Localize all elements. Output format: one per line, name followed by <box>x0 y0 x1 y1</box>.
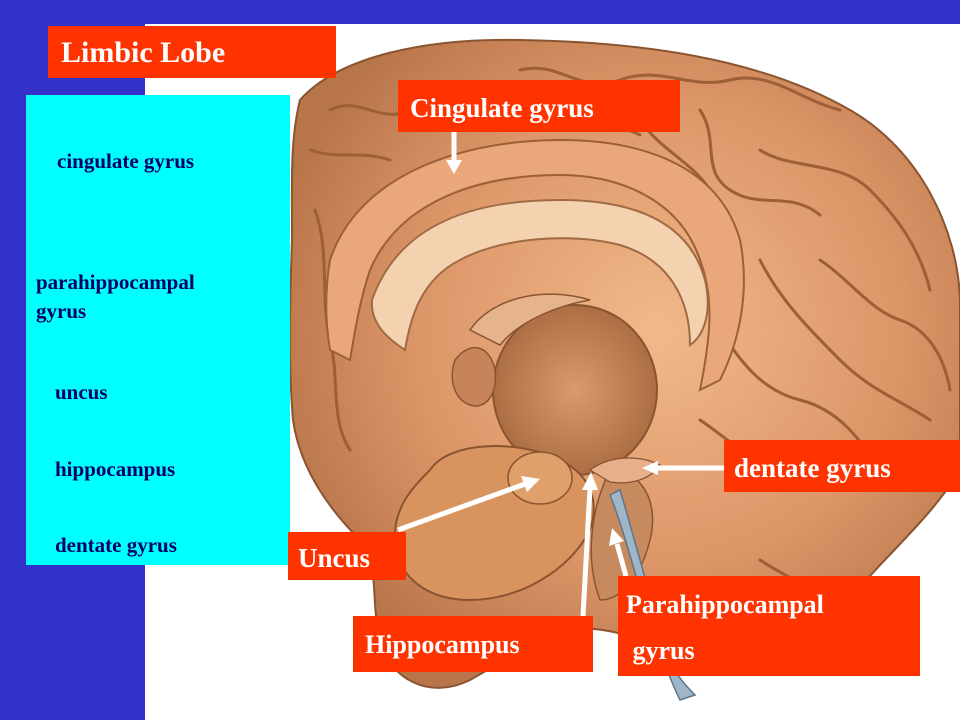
list-item-parahippocampal-line2: gyrus <box>36 299 87 323</box>
pointer-arrows <box>397 132 726 617</box>
arrow-parahippocampal <box>609 528 629 577</box>
callout-box-parahippocampal <box>618 576 920 676</box>
corpus-callosum <box>370 198 709 352</box>
callout-uncus: Uncus <box>298 543 371 573</box>
callout-dentate-gyrus: dentate gyrus <box>734 453 891 483</box>
dentate-region <box>588 457 661 484</box>
arrow-uncus <box>397 476 540 533</box>
list-item-hippocampus: hippocampus <box>55 457 176 481</box>
callout-box-uncus <box>288 532 406 580</box>
arrow-cingulate <box>446 132 462 174</box>
callout-box-hippocampus <box>353 616 593 672</box>
arrow-hippocampus <box>580 472 598 617</box>
callout-cingulate-gyrus: Cingulate gyrus <box>410 93 594 123</box>
uncus-bulge <box>507 451 573 505</box>
title-box <box>48 26 336 78</box>
callout-parahippocampal-line1: Parahippocampal <box>626 590 824 619</box>
arrow-dentate <box>642 461 726 475</box>
callout-box-dentate <box>724 440 960 492</box>
callout-hippocampus: Hippocampus <box>365 630 520 659</box>
top-blue-band <box>0 0 960 24</box>
list-item-dentate-gyrus: dentate gyrus <box>55 533 177 557</box>
list-item-parahippocampal-line1: parahippocampal <box>36 270 195 294</box>
list-item-uncus: uncus <box>55 380 108 404</box>
limbic-lobe-parts-panel <box>26 95 290 565</box>
fornix <box>468 293 591 346</box>
list-item-cingulate-gyrus: cingulate gyrus <box>57 149 195 173</box>
callout-box-cingulate <box>398 80 680 132</box>
anterior-commissure-region <box>451 346 497 407</box>
callout-parahippocampal-line2: gyrus <box>626 636 695 665</box>
slide-title: Limbic Lobe <box>61 36 226 69</box>
